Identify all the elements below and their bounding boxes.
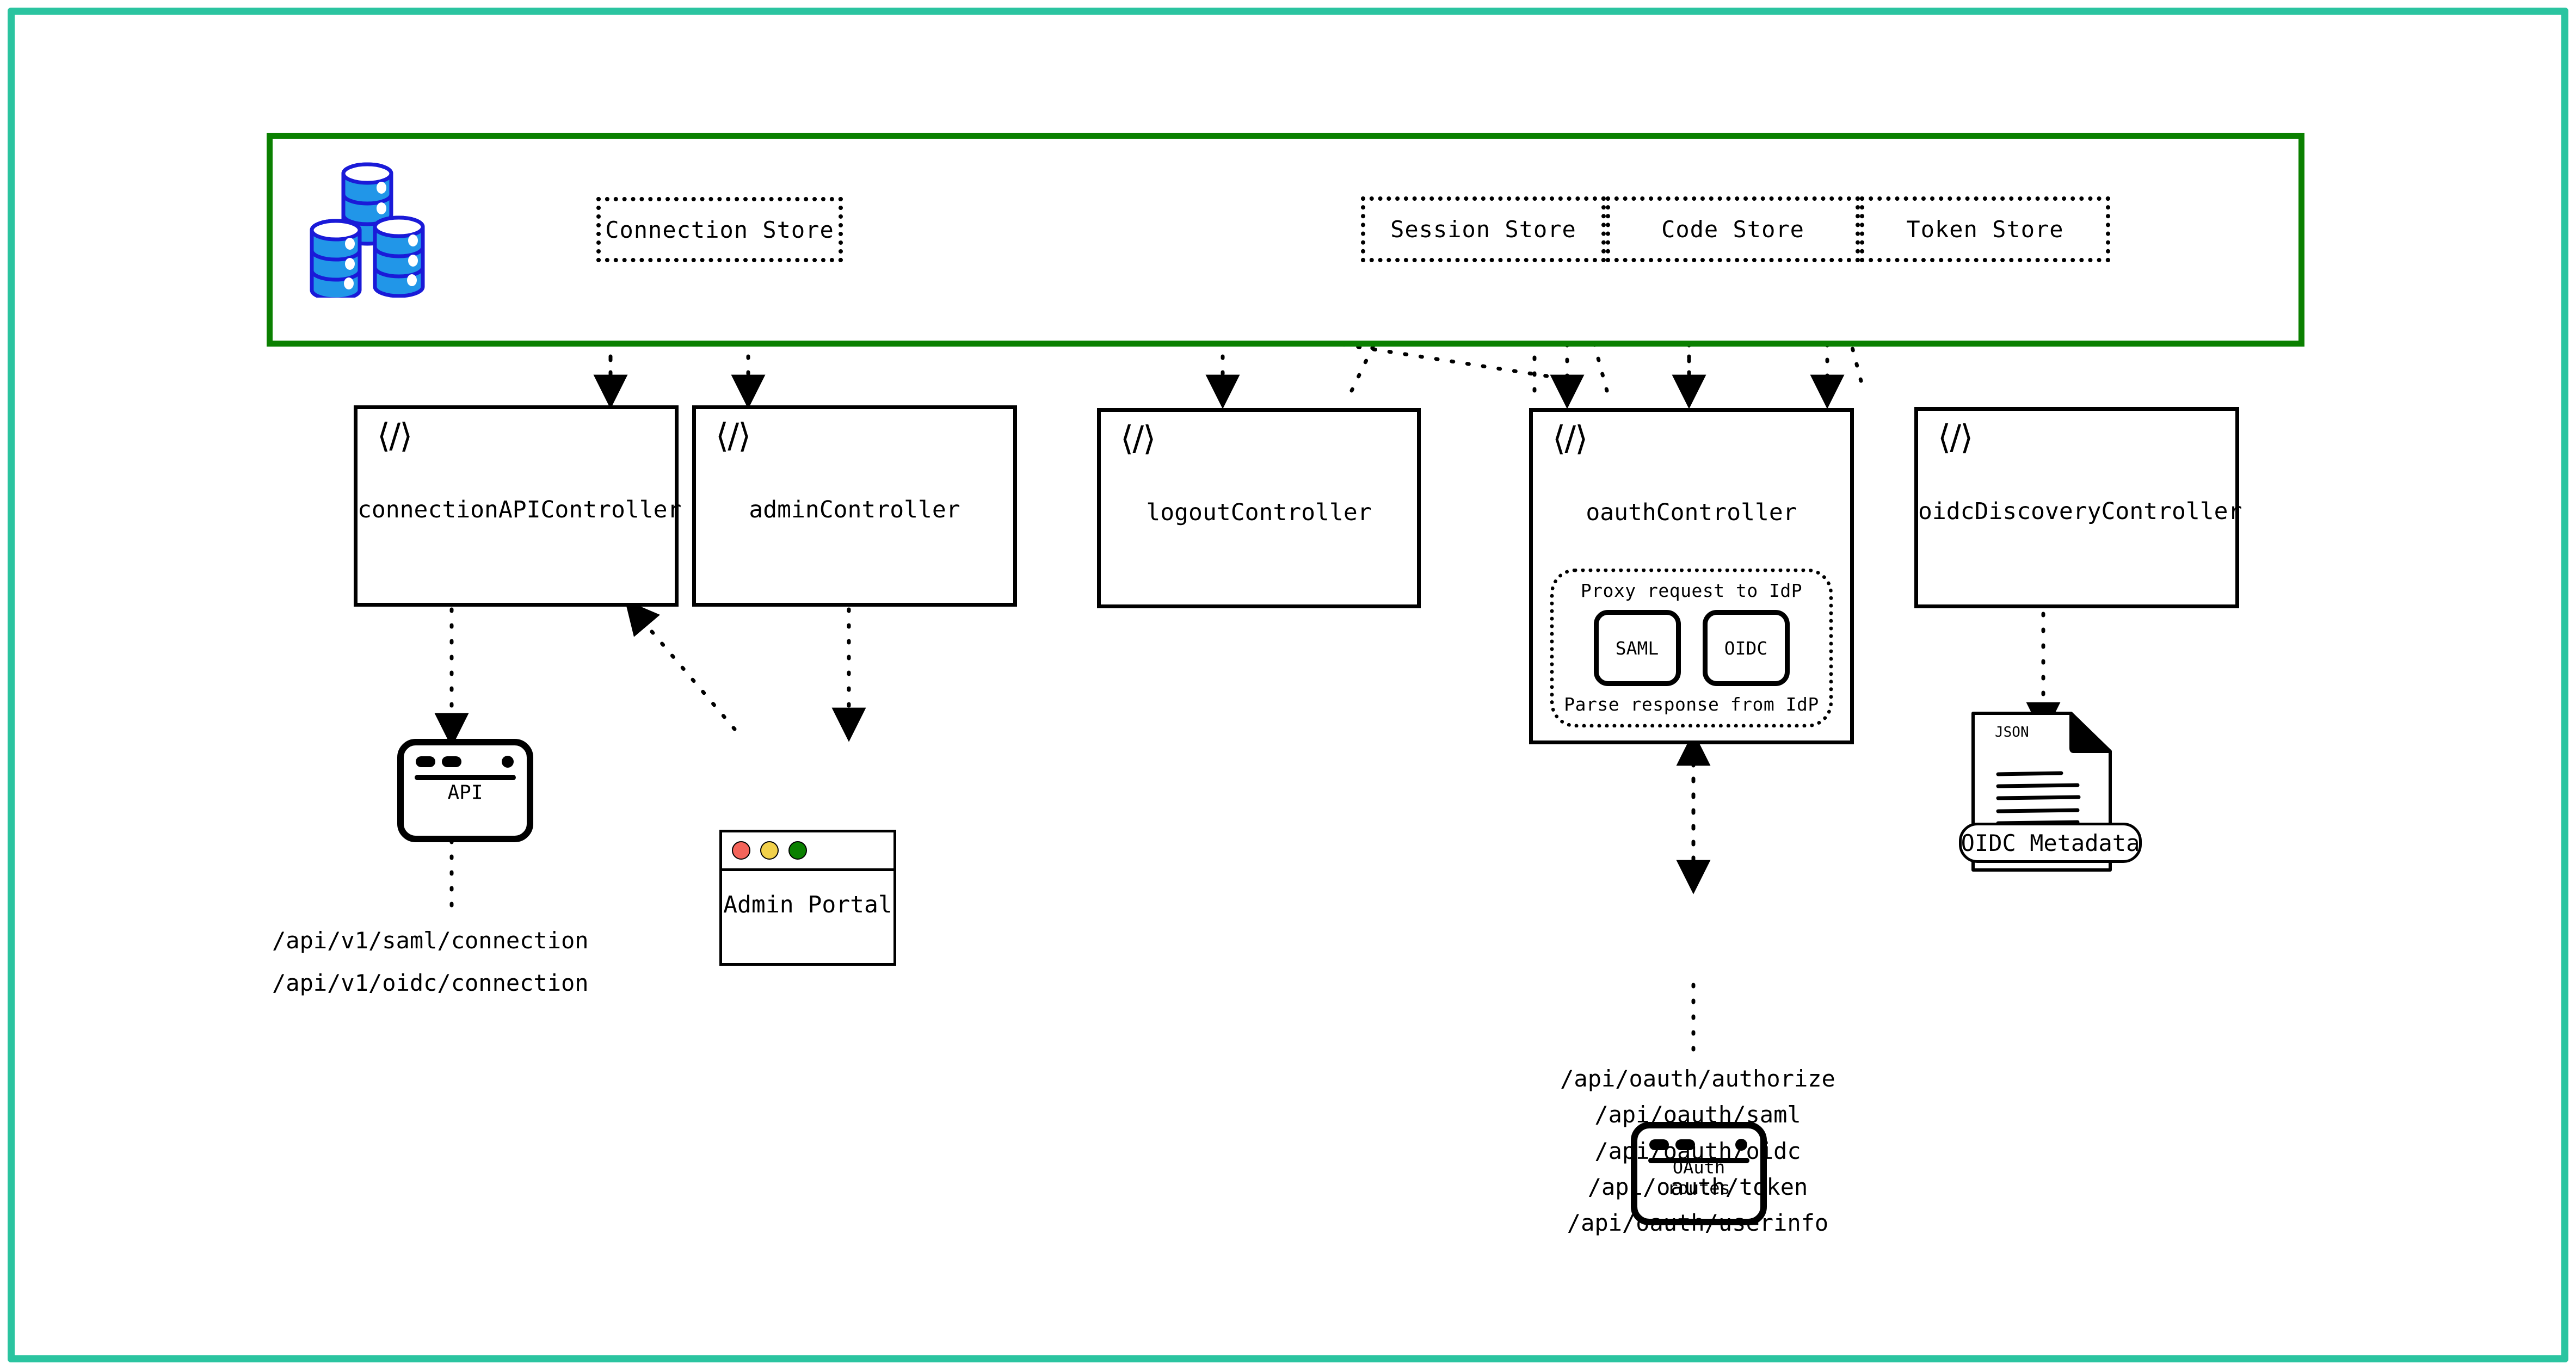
endpoint-item: /api/v1/saml/connection [272, 927, 589, 954]
window-controls-icon [416, 756, 461, 767]
api-node-label: API [447, 781, 483, 804]
controller-oidc-discovery-controller[interactable]: ⟨/⟩ oidcDiscoveryController [1914, 407, 2242, 608]
json-type-label: JSON [1995, 724, 2029, 740]
controller-label: oidcDiscoveryController [1918, 498, 2242, 525]
window-controls-icon [1649, 1139, 1695, 1150]
window-menu-dot-icon [1735, 1139, 1747, 1151]
idp-protocol-chips: SAML OIDC [1554, 610, 1829, 686]
proxy-idp-group: Proxy request to IdP SAML OIDC Parse res… [1550, 569, 1833, 727]
chip-saml[interactable]: SAML [1593, 610, 1681, 686]
controller-label: adminController [749, 496, 960, 523]
oidc-metadata-pill-label: OIDC Metadata [1961, 829, 2140, 856]
endpoint-item: /api/oauth/oidc [1594, 1137, 1801, 1164]
chip-label: OIDC [1724, 637, 1768, 659]
window-titlebar [722, 832, 893, 871]
controller-connection-api-controller[interactable]: ⟨/⟩ connectionAPIController [354, 405, 682, 607]
window-menu-dot-icon [502, 756, 514, 768]
store-connection-store[interactable]: Connection Store [596, 197, 843, 262]
store-label: Session Store [1390, 216, 1576, 243]
endpoint-item: /api/oauth/userinfo [1567, 1209, 1829, 1237]
store-label: Connection Store [605, 216, 834, 243]
code-tag-icon: ⟨/⟩ [1938, 417, 1973, 457]
window-divider [1648, 1158, 1749, 1163]
chip-label: SAML [1615, 637, 1659, 659]
code-tag-icon: ⟨/⟩ [1120, 418, 1156, 458]
controller-logout-controller[interactable]: ⟨/⟩ logoutController [1097, 408, 1421, 608]
controller-admin-controller[interactable]: ⟨/⟩ adminController [692, 405, 1017, 607]
controller-oauth-controller[interactable]: ⟨/⟩ oauthController Proxy request to IdP… [1529, 408, 1854, 744]
endpoint-item: /api/oauth/token [1587, 1174, 1808, 1201]
database-stack-icon [305, 162, 441, 298]
oauth-routes-node[interactable]: OAuth routes [1631, 1122, 1767, 1225]
window-divider [415, 775, 516, 780]
parse-response-label: Parse response from IdP [1564, 694, 1819, 715]
store-label: Token Store [1906, 216, 2064, 243]
controller-label: connectionAPIController [358, 496, 682, 523]
chip-oidc[interactable]: OIDC [1702, 610, 1790, 686]
endpoint-item: /api/oauth/saml [1594, 1101, 1801, 1128]
endpoint-item: /api/oauth/authorize [1560, 1065, 1835, 1092]
endpoint-item: /api/v1/oidc/connection [272, 969, 589, 996]
data-store-container: Connection Store Session Store Code Stor… [267, 133, 2304, 347]
arrow-adminportal-to-connapi [625, 600, 737, 731]
proxy-request-label: Proxy request to IdP [1580, 580, 1803, 601]
oauth-routes-label: OAuth routes [1667, 1157, 1730, 1199]
oauth-endpoint-list: /api/oauth/authorize /api/oauth/saml /ap… [1496, 1061, 1899, 1242]
oidc-metadata-pill[interactable]: OIDC Metadata [1959, 823, 2142, 863]
store-token-store[interactable]: Token Store [1860, 196, 2110, 262]
admin-portal-node[interactable]: Admin Portal [719, 830, 896, 966]
code-tag-icon: ⟨/⟩ [716, 416, 751, 455]
traffic-lights-icon [732, 841, 807, 860]
controller-label: oauthController [1586, 499, 1797, 526]
controller-label: logoutController [1146, 499, 1372, 526]
store-session-store[interactable]: Session Store [1361, 196, 1606, 262]
connection-endpoint-list: /api/v1/saml/connection /api/v1/oidc/con… [272, 919, 631, 1004]
code-tag-icon: ⟨/⟩ [377, 416, 412, 455]
code-tag-icon: ⟨/⟩ [1552, 418, 1588, 458]
store-code-store[interactable]: Code Store [1606, 196, 1860, 262]
store-label: Code Store [1661, 216, 1804, 243]
api-node[interactable]: API [397, 739, 533, 842]
admin-portal-label: Admin Portal [723, 891, 892, 918]
